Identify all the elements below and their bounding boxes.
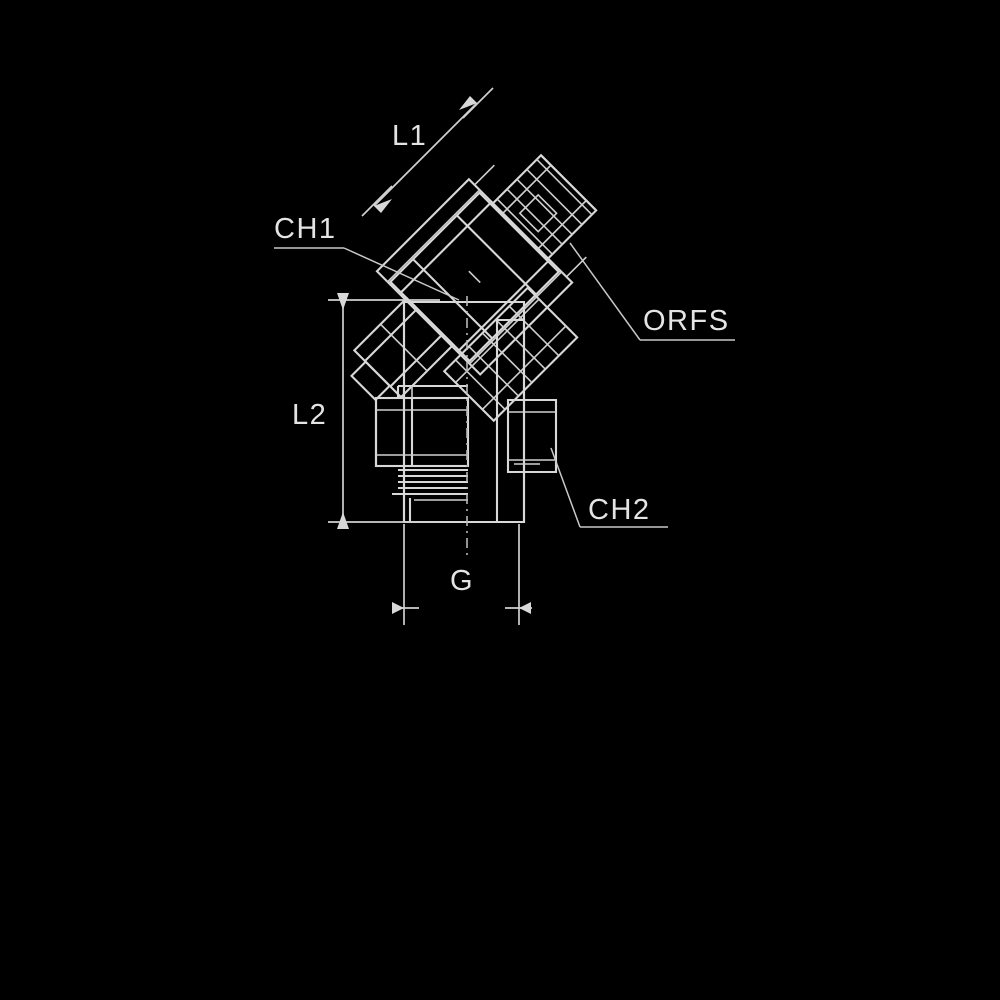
- callout-label-ch2: CH2: [588, 494, 651, 526]
- l2-arrow-top: [337, 293, 349, 310]
- l1-dimension-line: [373, 102, 478, 207]
- callout-label-orfs: ORFS: [643, 305, 730, 337]
- swivel-nut-hex-silhouette: [375, 177, 574, 376]
- upper-angled-orfs-nut-assembly: [350, 153, 598, 402]
- dimension-label-l2: L2: [292, 399, 327, 431]
- callout-orfs: ORFS: [569, 242, 735, 341]
- lower-hex-flat-detail: [506, 398, 558, 474]
- dimension-label-l1: L1: [392, 120, 427, 152]
- l1-extension-line-start: [361, 185, 393, 217]
- callout-label-ch1: CH1: [274, 213, 337, 245]
- dimension-label-g: G: [450, 565, 474, 597]
- g-arrow-left: [392, 602, 404, 614]
- l2-arrow-bottom: [337, 512, 349, 529]
- g-arrow-right: [519, 602, 531, 614]
- ch2-leader-line: [550, 447, 581, 528]
- orfs-leader-line: [569, 242, 641, 341]
- dimension-l1: L1: [361, 87, 494, 217]
- lower-body-section: [374, 300, 526, 524]
- internal-seat-detail: [374, 384, 470, 522]
- l1-arrow-end: [459, 96, 477, 110]
- callout-ch2: CH2: [550, 447, 668, 528]
- l1-arrow-start: [374, 199, 392, 213]
- callout-ch1: CH1: [274, 213, 460, 301]
- dimension-l2: L2: [292, 293, 440, 529]
- ch1-leader-line: [343, 247, 460, 301]
- dimension-g: G: [392, 524, 532, 625]
